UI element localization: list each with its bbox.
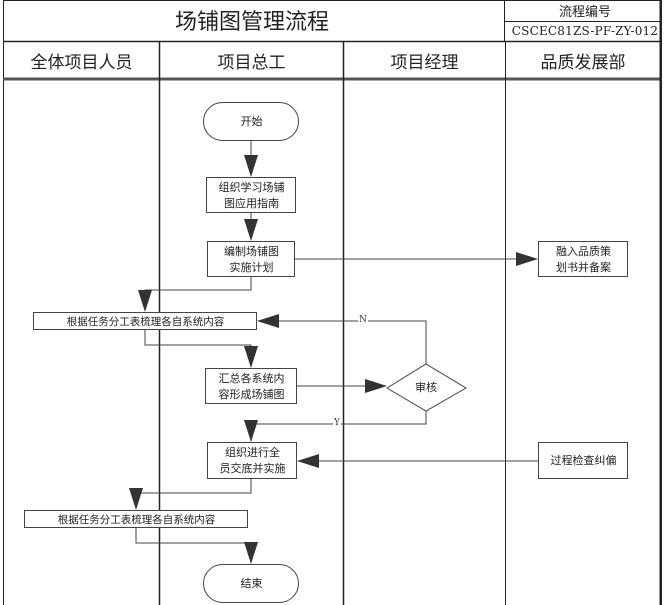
lane-header-project-manager: 项目经理 (390, 52, 459, 73)
summarize-box (205, 368, 297, 404)
sort-content-2-box (24, 510, 248, 528)
process-code-value: CSCEC81ZS-PF-ZY-012 (511, 23, 659, 38)
edge-plan-sort1 (138, 277, 252, 312)
study-guide-node[interactable]: 组织学习场铺 图应用指南 (218, 180, 285, 210)
process-check-box (538, 442, 628, 479)
end-node[interactable]: 结束 (240, 577, 263, 590)
quality-plan-box (538, 241, 628, 277)
review-node[interactable]: 审核 (415, 381, 437, 394)
start-terminal (203, 102, 299, 141)
start-node[interactable]: 开始 (240, 115, 263, 128)
edge-label-yes: Y (333, 418, 341, 428)
page-title: 场铺图管理流程 (174, 10, 329, 35)
quality-plan-node[interactable]: 融入品质策 划书并备案 (556, 244, 611, 274)
end-terminal (203, 564, 299, 603)
disclose-node[interactable]: 组织进行全 员交底并实施 (219, 446, 286, 475)
sort-content-1-box (33, 312, 257, 330)
process-check-node[interactable]: 过程检查纠偏 (550, 454, 617, 467)
lane-header-all-staff: 全体项目人员 (30, 52, 133, 73)
study-guide-box (206, 177, 296, 213)
sort-content-2-node[interactable]: 根据任务分工表梳理各自系统内容 (57, 513, 216, 526)
summarize-node[interactable]: 汇总各系统内 容形成场铺图 (218, 371, 285, 401)
edge-sort2-end (135, 528, 258, 564)
lane-header-chief-engineer: 项目总工 (217, 52, 286, 73)
edge-label-no: N (358, 315, 368, 325)
edge-disclose-sort2 (129, 479, 252, 510)
plan-box (207, 241, 295, 277)
edge-review-no (257, 314, 427, 364)
disclose-box (207, 442, 297, 479)
lane-header-quality-dept: 品质发展部 (540, 52, 626, 73)
sort-content-1-node[interactable]: 根据任务分工表梳理各自系统内容 (66, 315, 225, 328)
edge-sort1-summarize (144, 330, 258, 368)
review-diamond (386, 363, 467, 412)
process-code-label: 流程编号 (558, 5, 611, 20)
plan-node[interactable]: 编制场铺图 实施计划 (224, 244, 279, 274)
